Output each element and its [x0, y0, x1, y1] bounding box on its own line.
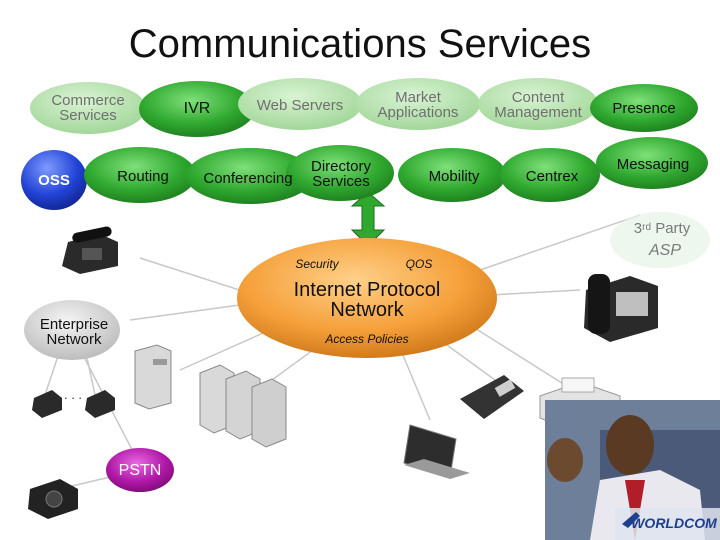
directory-services-label: Directory Services [310, 158, 371, 190]
third-party-prefix: 3 [633, 219, 643, 237]
web-servers-bubble[interactable] [238, 78, 362, 130]
mobility-bubble[interactable] [398, 148, 506, 202]
ellipsis-label: . . . [63, 386, 83, 402]
third-party-sup: rd [642, 222, 652, 233]
laptop-icon [403, 424, 470, 479]
presence-bubble[interactable] [590, 84, 698, 132]
pda-device-icon [460, 375, 524, 419]
market-applications-bubble[interactable] [356, 78, 480, 130]
qos-label: QOS [405, 257, 433, 271]
rotary-phone-icon [28, 479, 78, 519]
desk-phone-small-right-icon [85, 390, 115, 418]
market-applications-label: Market Applications [377, 89, 459, 121]
conferencing-bubble[interactable] [186, 148, 314, 204]
directory-services-bubble[interactable] [286, 145, 394, 201]
connector-line [399, 347, 431, 421]
centrex-bubble[interactable] [500, 148, 600, 202]
ip-network-label: Internet Protocol Network [293, 279, 441, 321]
messaging-label: Messaging [616, 155, 690, 173]
centrex-label: Centrex [525, 167, 579, 185]
desk-phone-small-left-icon [32, 390, 62, 418]
routing-bubble[interactable] [84, 147, 196, 203]
content-management-label: Content Management [494, 89, 582, 121]
connector-line [479, 214, 641, 271]
mobility-label: Mobility [428, 167, 480, 185]
enterprise-network-label: Enterprise Network [39, 316, 109, 348]
server-tower-icon [134, 344, 172, 410]
connector-line [469, 324, 566, 386]
content-management-bubble[interactable] [478, 78, 598, 130]
presence-label: Presence [612, 99, 676, 117]
third-party-suffix: Party [651, 219, 691, 237]
worldcom-logo [615, 508, 720, 540]
connector-line [129, 304, 241, 321]
connector-line [179, 329, 271, 371]
security-label: Security [295, 257, 339, 271]
ivr-label: IVR [183, 100, 211, 117]
connector-line [139, 257, 256, 296]
commerce-services-label: Commerce Services [51, 92, 125, 124]
oss-label: OSS [38, 171, 70, 189]
connector-line [439, 339, 496, 381]
office-phone-icon [584, 274, 658, 342]
page-title: Communications Services [128, 22, 592, 66]
pstn-label: PSTN [118, 462, 162, 479]
ivr-bubble[interactable] [139, 81, 255, 137]
access-policies-label: Access Policies [325, 332, 409, 346]
desk-phone-icon [62, 226, 118, 274]
web-servers-label: Web Servers [256, 96, 344, 114]
connector-line [489, 289, 581, 296]
oss-bubble[interactable] [21, 150, 87, 210]
brand-label: WORLDCOM [631, 515, 717, 531]
ip-network-bubble[interactable] [237, 238, 497, 358]
double-arrow-icon [350, 191, 386, 247]
pstn-bubble[interactable] [106, 448, 174, 492]
asp-label: ASP [648, 242, 681, 259]
conferencing-label: Conferencing [203, 169, 293, 187]
commerce-services-bubble[interactable] [30, 82, 146, 134]
messaging-bubble[interactable] [596, 137, 708, 189]
enterprise-network-bubble[interactable] [24, 300, 120, 360]
server-cluster-icon [199, 364, 287, 448]
routing-label: Routing [117, 167, 169, 185]
third-party-asp-bubble[interactable] [610, 212, 710, 268]
